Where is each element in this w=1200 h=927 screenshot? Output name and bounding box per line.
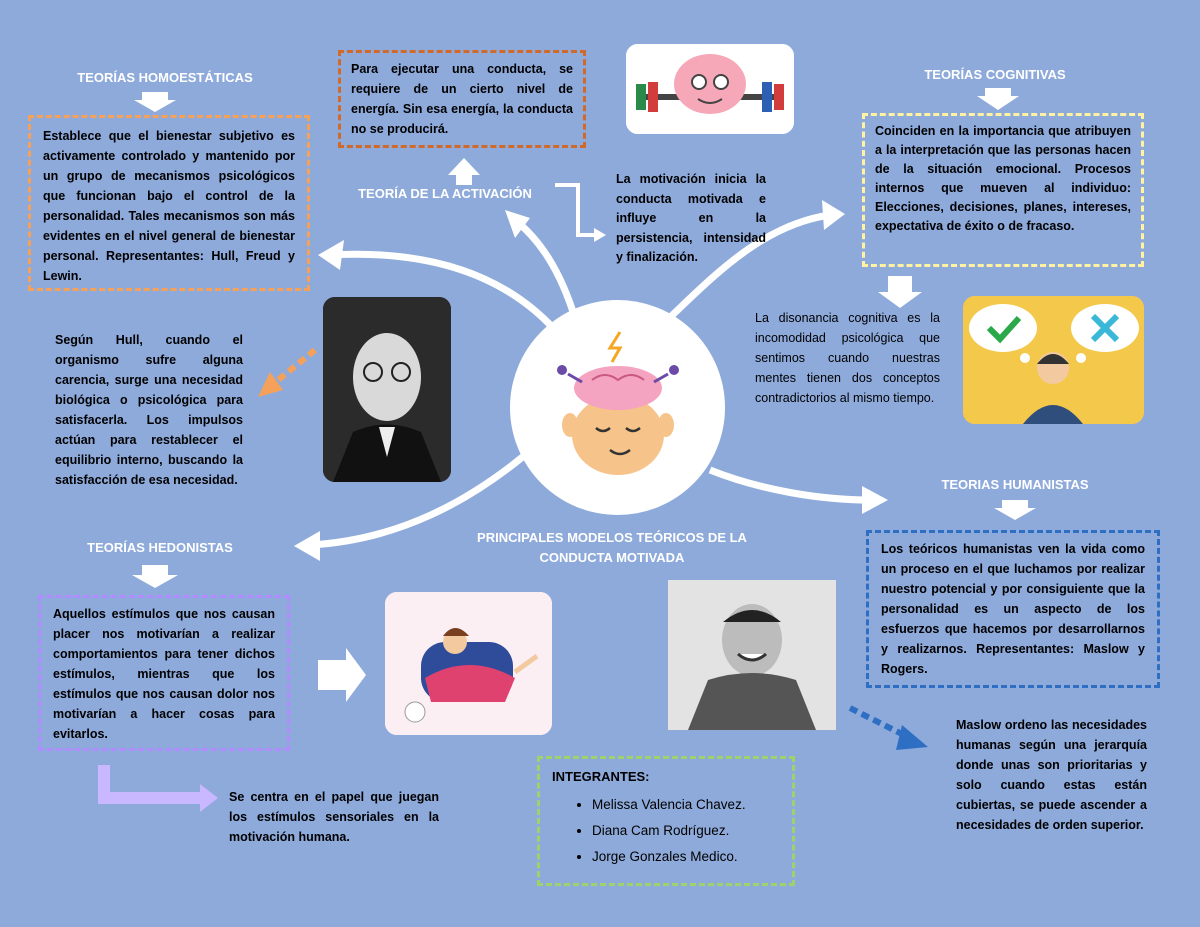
- check-icon: [986, 315, 1022, 344]
- hedonistas-title: TEORÍAS HEDONISTAS: [87, 540, 233, 555]
- member-item: Melissa Valencia Chavez.: [592, 792, 780, 818]
- hull-text: Según Hull, cuando el organismo sufre al…: [55, 333, 243, 487]
- center-title: PRINCIPALES MODELOS TEÓRICOS DE LA CONDU…: [477, 530, 747, 565]
- humanistas-title: TEORIAS HUMANISTAS: [941, 477, 1089, 492]
- hedonistas-box: Aquellos estímulos que nos causan placer…: [38, 595, 290, 751]
- cognitivas-text: Coinciden en la importancia que atribuye…: [875, 124, 1131, 233]
- activacion-box: Para ejecutar una conducta, se requiere …: [338, 50, 586, 148]
- homeostaticas-box: Establece que el bienestar subjetivo es …: [28, 115, 310, 291]
- brain-lifting-icon: [626, 44, 794, 134]
- disonancia-text: La disonancia cognitiva es la incomodida…: [755, 311, 940, 405]
- cognitivas-title: TEORÍAS COGNITIVAS: [924, 67, 1066, 82]
- hedonist-image: [385, 592, 552, 735]
- integrantes-box: INTEGRANTES: Melissa Valencia Chavez. Di…: [537, 756, 795, 886]
- hull-photo: [323, 297, 451, 482]
- cross-icon: [1090, 313, 1120, 343]
- member-item: Jorge Gonzales Medico.: [592, 844, 780, 870]
- maslow-photo: [668, 580, 836, 730]
- homeostaticas-title: TEORÍAS HOMOESTÁTICAS: [77, 70, 253, 85]
- hull-portrait-icon: [323, 297, 451, 482]
- brain-head-icon: [557, 331, 679, 475]
- humanistas-text: Los teóricos humanistas ven la vida como…: [881, 542, 1145, 676]
- maslow-portrait-icon: [668, 580, 836, 730]
- decision-image: [963, 296, 1144, 424]
- arrow-to-humanistas: [708, 466, 871, 504]
- humanistas-box: Los teóricos humanistas ven la vida como…: [866, 530, 1160, 688]
- maslow-text: Maslow ordeno las necesidades humanas se…: [956, 718, 1147, 832]
- activacion-title: TEORÍA DE LA ACTIVACIÓN: [358, 186, 532, 201]
- center-circle: [510, 300, 725, 515]
- activacion-text: Para ejecutar una conducta, se requiere …: [351, 62, 573, 136]
- members-list: Melissa Valencia Chavez. Diana Cam Rodrí…: [552, 792, 780, 870]
- motivacion-text: La motivación inicia la conducta motivad…: [616, 172, 766, 264]
- relaxing-woman-icon: [385, 592, 552, 735]
- member-item: Diana Cam Rodríguez.: [592, 818, 780, 844]
- brain-lifting-image: [626, 44, 794, 134]
- hedonistas-text: Aquellos estímulos que nos causan placer…: [53, 607, 275, 741]
- hedonistas-extra-text: Se centra en el papel que juegan los est…: [229, 790, 439, 844]
- homeostaticas-text: Establece que el bienestar subjetivo es …: [43, 129, 295, 283]
- cognitivas-box: Coinciden en la importancia que atribuye…: [862, 113, 1144, 267]
- integrantes-title: INTEGRANTES:: [552, 769, 650, 784]
